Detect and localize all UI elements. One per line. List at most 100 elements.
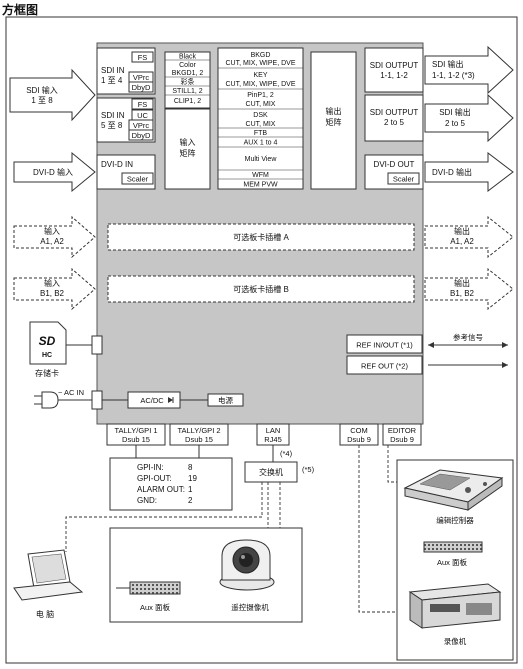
tally-gpi-1-connector: Dsub 15 [122,435,150,444]
bus-wfm: WFM [252,172,269,179]
option-slot-a-label: 可选板卡插槽 A [233,232,289,242]
sdi-in-arrow: SDI 输入 1 至 8 [9,68,96,122]
dvi-in-title: DVI-D IN [101,160,133,169]
sdi-out-arrow-2: SDI 输出 2 to 5 [424,93,514,143]
vtr-recorder-icon [408,583,502,629]
power-plug-icon [34,391,92,409]
sdi-out-arrow-2-range: 2 to 5 [445,119,466,128]
source-clip: CLIP1, 2 [174,98,201,105]
sdi-in-2-range: 5 至 8 [101,121,123,130]
editor-port: EDITOR Dsub 9 [382,423,422,446]
gpi-in-label: GPI-IN: [137,463,164,472]
sdi-in-2-vprc: VPrc [133,121,150,130]
dvi-in-block: DVI-D IN Scaler [96,154,156,190]
laptop-icon [13,549,84,601]
input-matrix-label-1: 输入 [180,137,196,147]
sdi-in-1-dbyd: DbyD [132,83,151,92]
sdi-out-arrow-1-range: 1-1, 1-2 (*3) [432,71,475,80]
network-switch: 交换机 [244,461,298,483]
sdi-out-1-range: 1-1, 1-2 [380,71,408,80]
source-bkgd: BKGD1, 2 [172,70,204,77]
dvi-in-scaler: Scaler [127,175,149,184]
option-slot-b-in-label: 输入 [44,278,60,288]
dvi-out-title: DVI-D OUT [374,160,415,169]
bus-pinp: PinP1, 2 [247,92,274,99]
remote-devices-frame [109,527,303,623]
aux-panel-icon [116,581,181,595]
gpi-out-value: 19 [188,474,197,483]
tally-gpi-2-connector: Dsub 15 [185,435,213,444]
dvi-out-scaler: Scaler [393,175,415,184]
option-slot-b-out-channels: B1, B2 [450,289,475,298]
option-slot-b-label: 可选板卡插槽 B [233,284,289,294]
bus-multiview: Multi View [245,156,278,163]
option-slot-a: 可选板卡插槽 A [107,223,415,251]
switch-label: 交换机 [259,467,283,477]
input-matrix: 输入 矩阵 [164,108,211,190]
bus-key: KEY [253,72,267,79]
dvi-in-arrow-label: DVI-D 输入 [33,167,73,177]
sdi-out-arrow-2-label: SDI 输出 [439,107,471,117]
bus-mem-pvw: MEM PVW [243,182,278,189]
sdi-out-2-title: SDI OUTPUT [370,108,419,117]
option-slot-b-out-label: 输出 [454,278,470,288]
bus-bkgd-modes: CUT, MIX, WIPE, DVE [225,60,295,67]
page-title: 方框图 [2,3,39,17]
lan-port: LAN RJ45 [256,423,290,446]
alarm-out-value: 1 [188,485,193,494]
ref-out-label: REF OUT (*2) [361,362,408,371]
option-slot-a-out-channels: A1, A2 [450,237,474,246]
option-slot-a-out-label: 输出 [454,226,470,236]
lan-label: LAN [266,426,281,435]
option-slot-a-in-label: 输入 [44,226,60,236]
aux-panel-2-label: Aux 面板 [437,557,468,567]
editor-connector: Dsub 9 [390,435,414,444]
outer-frame [5,16,518,664]
ref-signal-arrows [428,342,508,368]
dvi-out-arrow: DVI-D 输出 [424,151,514,193]
bus-bkgd: BKGD [251,52,271,59]
source-color: Color [179,62,196,69]
sdi-out-1-title: SDI OUTPUT [370,61,419,70]
power-inlet [91,390,103,410]
gpi-in-value: 8 [188,463,193,472]
sdi-out-2-range: 2 to 5 [384,118,405,127]
com-connector: Dsub 9 [347,435,371,444]
option-slot-b-in-channels: B1, B2 [40,289,65,298]
com-label: COM [350,426,368,435]
lan-note: (*4) [280,449,293,458]
computer-label: 电 脑 [36,609,54,619]
power-supply: 电源 [207,393,244,407]
option-slot-a-out-arrow: 输出 A1, A2 [424,215,514,259]
alarm-out-label: ALARM OUT: [137,485,185,494]
sdi-in-block-1: SDI IN 1 至 4 FS VPrc DbyD [96,47,156,95]
dvi-out-arrow-label: DVI-D 输出 [432,167,472,177]
sdi-in-2-title: SDI IN [101,111,125,120]
output-matrix: 输出 矩阵 [310,51,357,190]
sdi-in-1-range: 1 至 4 [101,76,123,85]
tally-gpi-1-port: TALLY/GPI 1 Dsub 15 [106,423,166,446]
option-slot-b: 可选板卡插槽 B [107,275,415,303]
option-slot-b-in-arrow: 输入 B1, B2 [13,267,96,311]
acdc-label: AC/DC [140,396,164,405]
gpi-spec-box: GPI-IN: 8 GPI-OUT: 19 ALARM OUT: 1 GND: … [109,457,233,511]
source-color-bars: 彩条 [181,77,195,86]
sdi-out-block-1: SDI OUTPUT 1-1, 1-2 [364,47,424,93]
ref-in-out: REF IN/OUT (*1) [346,334,423,354]
gnd-label: GND: [137,496,157,505]
bus-aux: AUX 1 to 4 [244,140,278,147]
tally-gpi-1-label: TALLY/GPI 1 [114,426,157,435]
ac-in-label: ~ AC IN [58,388,84,397]
input-matrix-label-2: 矩阵 [180,148,196,158]
svg-text:HC: HC [42,352,52,359]
output-matrix-label-1: 输出 [326,106,342,116]
bus-dsk: DSK [253,112,268,119]
ref-out: REF OUT (*2) [346,355,423,375]
bus-pinp-modes: CUT, MIX [246,101,276,108]
output-matrix-label-2: 矩阵 [326,117,342,127]
sdi-in-2-uc: UC [137,111,148,120]
edit-controller-icon [403,469,504,511]
sdi-out-arrow-1: SDI 输出 1-1, 1-2 (*3) [424,45,514,95]
editor-label: EDITOR [388,426,417,435]
